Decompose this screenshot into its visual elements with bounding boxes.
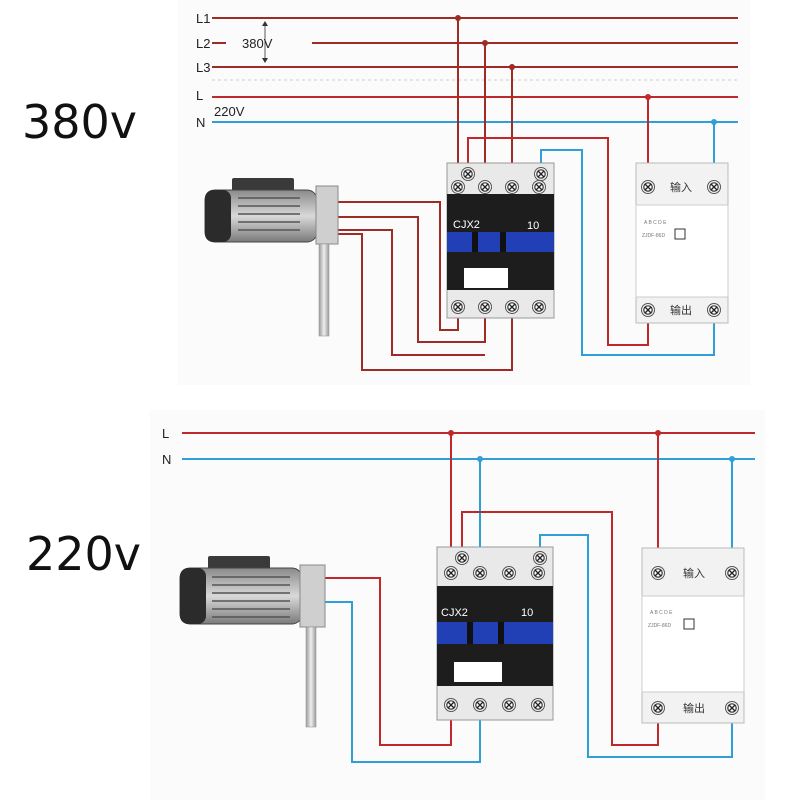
relay-model-text: ZJDF-86D [642,233,665,239]
relay-indicator [674,228,686,240]
relay-terminal-letters: A B C D E [644,220,667,226]
contactor-rating: 10 [527,220,539,232]
screw-terminal-icon [501,565,517,581]
top-voltage-title: 380v [22,95,137,149]
screw-terminal-icon [477,299,493,315]
coil-terminal-a1 [460,166,476,182]
screw-terminal-icon [640,302,656,318]
screw-terminal-icon [530,565,546,581]
contactor-model: CJX2 [441,607,468,619]
bus-label-l: L [196,88,203,103]
contactor-model: CJX2 [453,219,480,231]
relay-input-label: 输入 [683,566,705,580]
contactor-window [454,662,502,682]
screw-terminal-icon [504,299,520,315]
top-panel: 380v L1 L2 L3 L N 380V 220V [22,0,750,385]
wire-motor-u [338,201,459,331]
wire-motor-w [338,233,513,371]
bus-label-n: N [196,115,205,130]
bottom-contactor: CJX2 10 [436,546,554,721]
bus-label-l2: L2 [196,36,210,51]
voltage-arrow-up [262,21,268,26]
screw-terminal-icon [706,302,722,318]
voltage-arrow-down [262,58,268,63]
phase-voltage-label: 380V [242,36,273,51]
relay-indicator [683,618,695,630]
bus-label-l1: L1 [196,11,210,26]
relay-face [635,204,729,298]
screw-terminal-icon [724,565,740,581]
contactor-armature [437,622,553,644]
screw-terminal-icon [450,179,466,195]
relay-output-label: 输出 [683,701,705,715]
screw-terminal-icon [472,697,488,713]
wire-coil-a2 [539,534,733,758]
coil-terminal-a2 [533,166,549,182]
screw-terminal-icon [650,565,666,581]
bus-label-l: L [162,426,169,441]
contactor-window [464,268,508,288]
screw-terminal-icon [477,179,493,195]
wire-motor-live [325,577,452,746]
motor-icon [204,178,339,337]
screw-terminal-icon [650,700,666,716]
bus-label-n: N [162,452,171,467]
wire-coil-a1 [467,137,649,346]
wire-motor-v-outer [338,216,486,343]
top-relay: 输入 输出 A B C D E ZJDF-86D [635,162,729,324]
bus-label-l3: L3 [196,60,210,75]
screw-terminal-icon [640,179,656,195]
wire-motor-neutral [325,601,481,763]
relay-model-text: ZJDF-86D [648,623,671,629]
motor-icon [179,556,326,728]
screw-terminal-icon [530,697,546,713]
screw-terminal-icon [504,179,520,195]
screw-terminal-icon [450,299,466,315]
coil-terminal-a2 [532,550,548,566]
coil-terminal-a1 [454,550,470,566]
contactor-rating: 10 [521,607,533,619]
screw-terminal-icon [531,179,547,195]
top-contactor: CJX2 10 [446,162,555,319]
screw-terminal-icon [531,299,547,315]
relay-output-label: 输出 [670,303,692,317]
screw-terminal-icon [706,179,722,195]
relay-input-label: 输入 [670,180,692,194]
screw-terminal-icon [724,700,740,716]
bottom-panel: 220v L N [26,410,765,800]
bottom-voltage-title: 220v [26,527,141,581]
screw-terminal-icon [443,697,459,713]
wire-coil-a1 [461,511,659,746]
single-phase-voltage-label: 220V [214,104,245,119]
screw-terminal-icon [472,565,488,581]
screw-terminal-icon [443,565,459,581]
wire-coil-a2 [540,149,715,356]
relay-terminal-letters: A B C D E [650,610,673,616]
relay-face [641,595,745,693]
wire-motor-v [338,229,485,356]
bottom-relay: 输入 输出 A B C D E ZJDF-86D [641,547,745,724]
screw-terminal-icon [501,697,517,713]
